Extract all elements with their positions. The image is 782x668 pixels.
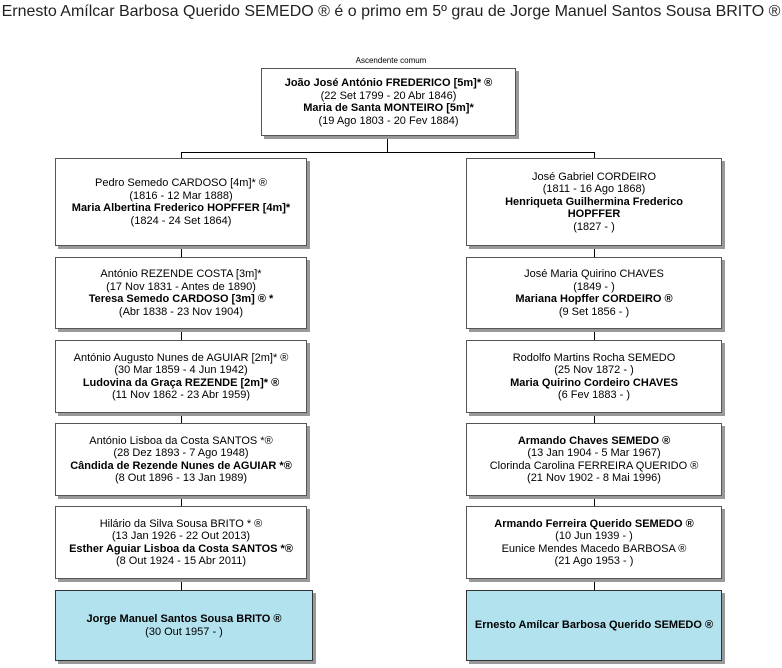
connector-line <box>594 329 595 340</box>
person-dates: (30 Mar 1859 - 4 Jun 1942) <box>114 364 248 376</box>
person-name: Pedro Semedo CARDOSO [4m]* ® <box>95 177 267 189</box>
right-gen-box-1[interactable]: José Gabriel CORDEIRO (1811 - 16 Ago 186… <box>466 158 722 246</box>
person-name: Cândida de Rezende Nunes de AGUIAR *® <box>70 459 292 472</box>
connector-line <box>181 246 182 257</box>
person-name: Armando Chaves SEMEDO ® <box>517 434 671 447</box>
left-gen-box-1[interactable]: Pedro Semedo CARDOSO [4m]* ® (1816 - 12 … <box>55 158 307 246</box>
connector-line <box>594 496 595 506</box>
person-dates: (21 Ago 1953 - ) <box>554 555 634 567</box>
common-ancestor-label: Ascendente comum <box>355 56 427 65</box>
person-dates: (8 Out 1896 - 13 Jan 1989) <box>114 472 248 484</box>
person-dates: (13 Jan 1904 - 5 Mar 1967) <box>527 447 661 459</box>
person-dates: (6 Fev 1883 - ) <box>557 389 631 401</box>
person-dates: (1811 - 16 Ago 1868) <box>542 183 646 196</box>
person-name: Maria Quirino Cordeiro CHAVES <box>510 376 678 389</box>
person-dates: (19 Ago 1803 - 20 Fev 1884) <box>318 114 459 127</box>
connector-line <box>181 152 182 158</box>
person-name: António Lisboa da Costa SANTOS *® <box>89 434 273 447</box>
person-dates: (17 Nov 1831 - Antes de 1890) <box>106 280 256 293</box>
person-name: Henriqueta Guilhermina Frederico HOPFFER <box>505 195 683 221</box>
person-dates: (13 Jan 1926 - 22 Out 2013) <box>111 530 251 542</box>
common-ancestor-box[interactable]: João José António FREDERICO [5m]* ® (22 … <box>261 68 516 136</box>
connector-line <box>594 413 595 423</box>
person-dates: (22 Set 1799 - 20 Abr 1846) <box>320 89 457 102</box>
person-name: Jorge Manuel Santos Sousa BRITO ® <box>86 613 282 625</box>
right-target-box[interactable]: Ernesto Amílcar Barbosa Querido SEMEDO ® <box>466 590 722 661</box>
person-name: Clorinda Carolina FERREIRA QUERIDO ® <box>489 459 699 472</box>
person-name: Esther Aguiar Lisboa da Costa SANTOS *® <box>69 542 293 555</box>
person-name: João José António FREDERICO [5m]* ® <box>284 77 493 89</box>
connector-line <box>387 136 388 152</box>
connector-line <box>181 329 182 340</box>
person-dates: (8 Out 1924 - 15 Abr 2011) <box>115 555 247 567</box>
person-name: António REZENDE COSTA [3m]* <box>100 268 262 280</box>
left-gen-box-3[interactable]: António Augusto Nunes de AGUIAR [2m]* ® … <box>55 340 307 413</box>
person-name: Hilário da Silva Sousa BRITO * ® <box>99 517 263 530</box>
person-dates: (1849 - ) <box>573 280 615 293</box>
connector-line <box>594 246 595 257</box>
person-name: Armando Ferreira Querido SEMEDO ® <box>494 517 694 530</box>
connector-line <box>594 579 595 590</box>
person-name: Rodolfo Martins Rocha SEMEDO <box>512 351 676 364</box>
person-name: Maria Albertina Frederico HOPFFER [4m]* <box>71 202 291 214</box>
person-dates: (30 Out 1957 - ) <box>145 625 223 638</box>
left-gen-box-5[interactable]: Hilário da Silva Sousa BRITO * ® (13 Jan… <box>55 506 307 579</box>
person-name: Ernesto Amílcar Barbosa Querido SEMEDO ® <box>474 619 714 632</box>
connector-line <box>181 496 182 506</box>
left-target-box[interactable]: Jorge Manuel Santos Sousa BRITO ® (30 Ou… <box>55 590 313 661</box>
person-dates: (Abr 1838 - 23 Nov 1904) <box>118 305 244 318</box>
person-name: António Augusto Nunes de AGUIAR [2m]* ® <box>73 351 289 364</box>
person-name: Ludovina da Graça REZENDE [2m]* ® <box>82 376 280 389</box>
person-name: Maria de Santa MONTEIRO [5m]* <box>303 102 474 114</box>
person-name: José Maria Quirino CHAVES <box>524 268 664 280</box>
person-name: Teresa Semedo CARDOSO [3m] ® * <box>88 293 274 305</box>
page-title: Ernesto Amílcar Barbosa Querido SEMEDO ®… <box>1 3 781 20</box>
right-gen-box-5[interactable]: Armando Ferreira Querido SEMEDO ® (10 Ju… <box>466 506 722 579</box>
person-name: Eunice Mendes Macedo BARBOSA ® <box>501 542 687 555</box>
person-name: Mariana Hopffer CORDEIRO ® <box>515 293 673 305</box>
person-dates: (9 Set 1856 - ) <box>558 305 630 318</box>
person-dates: (1816 - 12 Mar 1888) <box>129 189 233 202</box>
right-gen-box-4[interactable]: Armando Chaves SEMEDO ® (13 Jan 1904 - 5… <box>466 423 722 496</box>
connector-line <box>181 413 182 423</box>
person-dates: (11 Nov 1862 - 23 Abr 1959) <box>112 389 250 401</box>
person-name: José Gabriel CORDEIRO <box>531 170 657 183</box>
right-gen-box-3[interactable]: Rodolfo Martins Rocha SEMEDO (25 Nov 187… <box>466 340 722 413</box>
person-dates: (1824 - 24 Set 1864) <box>130 214 232 227</box>
connector-line <box>181 579 182 590</box>
connector-line <box>594 152 595 158</box>
connector-line <box>181 152 595 153</box>
person-dates: (21 Nov 1902 - 8 Mai 1996) <box>527 472 661 484</box>
person-dates: (28 Dez 1893 - 7 Ago 1948) <box>113 447 249 459</box>
person-dates: (10 Jun 1939 - ) <box>555 530 633 542</box>
right-gen-box-2[interactable]: José Maria Quirino CHAVES (1849 - ) Mari… <box>466 257 722 329</box>
person-dates: (25 Nov 1872 - ) <box>554 364 634 376</box>
left-gen-box-2[interactable]: António REZENDE COSTA [3m]* (17 Nov 1831… <box>55 257 307 329</box>
left-gen-box-4[interactable]: António Lisboa da Costa SANTOS *® (28 De… <box>55 423 307 496</box>
person-dates: (1827 - ) <box>573 220 615 233</box>
